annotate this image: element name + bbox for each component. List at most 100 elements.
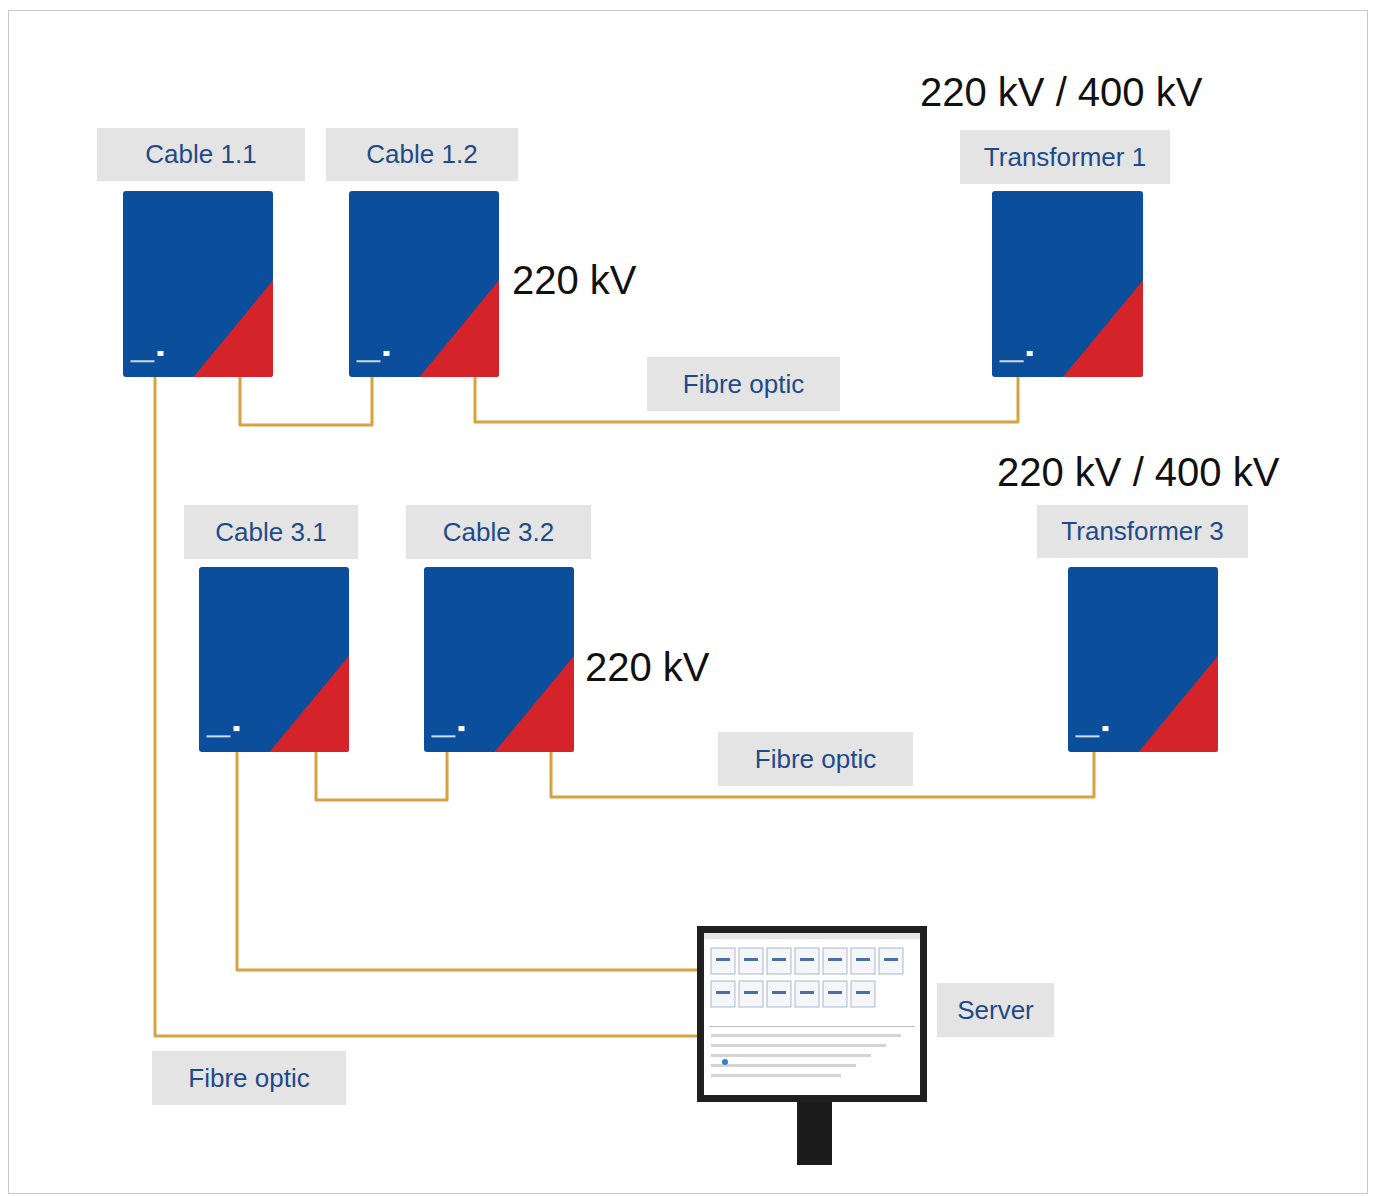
logo-mark: [1103, 726, 1109, 731]
screen-glyph: [772, 991, 786, 994]
voltage-label: 220 kV / 400 kV: [997, 450, 1279, 494]
logo-mark: [234, 726, 240, 731]
screen-glyph: [772, 958, 786, 961]
label-text: Fibre optic: [755, 744, 876, 775]
edge-label: Fibre optic: [152, 1051, 346, 1105]
screen-row: [711, 1044, 886, 1047]
heading-text: Transformer 3: [1061, 516, 1223, 547]
monitor-screen: [704, 933, 920, 1095]
device-corner: [420, 280, 500, 377]
device-box: Cable 1.2: [349, 191, 499, 377]
heading-text: Transformer 1: [984, 142, 1146, 173]
device-corner: [194, 280, 274, 377]
logo-mark: [158, 351, 164, 356]
screen-glyph: [856, 991, 870, 994]
screen-tile: [879, 948, 903, 974]
device-body: [424, 567, 574, 752]
screen-glyph: [716, 991, 730, 994]
logo-bar: [432, 735, 456, 737]
logo-bar: [357, 360, 381, 362]
node-heading: Cable 1.1: [97, 128, 305, 181]
screen-tile: [767, 981, 791, 1007]
device-body: [123, 191, 273, 377]
screen-glyph: [800, 991, 814, 994]
logo-mark: [459, 726, 465, 731]
label-text: Fibre optic: [683, 369, 804, 400]
device-corner: [1139, 656, 1219, 752]
device-body: [1068, 567, 1218, 752]
screen-row: [711, 1074, 841, 1077]
device-body: [992, 191, 1143, 377]
node-heading: Server: [937, 983, 1054, 1037]
screen-tile: [711, 981, 735, 1007]
screen-bar: [704, 933, 920, 939]
screen-tile: [823, 948, 847, 974]
screen-tile: [795, 948, 819, 974]
logo-mark: [1027, 351, 1033, 356]
voltage-label: 220 kV: [512, 258, 637, 302]
device-body: [199, 567, 349, 752]
screen-tile: [739, 948, 763, 974]
screen-row: [711, 1064, 856, 1067]
logo-bar: [207, 735, 231, 737]
node-heading: Transformer 1: [960, 130, 1170, 184]
logo-bar: [1076, 735, 1100, 737]
heading-text: Cable 1.2: [366, 139, 477, 170]
screen-glyph: [744, 958, 758, 961]
screen-tile: [739, 981, 763, 1007]
device-icon: [992, 191, 1143, 377]
node-heading: Cable 3.1: [184, 505, 358, 559]
node-heading: Cable 3.2: [406, 505, 591, 559]
screen-glyph: [856, 958, 870, 961]
fibre-connector: [237, 752, 697, 970]
screen-glyph: [716, 958, 730, 961]
device-corner: [270, 656, 350, 752]
logo-mark: [384, 351, 390, 356]
device-corner: [495, 656, 575, 752]
edge-label: Fibre optic: [718, 732, 913, 786]
device-box: Transformer 3: [1068, 567, 1218, 752]
voltage-label: 220 kV / 400 kV: [920, 70, 1202, 114]
edge-label: Fibre optic: [647, 357, 840, 411]
node-heading: Transformer 3: [1037, 505, 1248, 558]
screen-dot: [722, 1059, 728, 1065]
device-icon: [349, 191, 499, 377]
screen-tile: [795, 981, 819, 1007]
node-heading: Cable 1.2: [326, 128, 518, 181]
heading-text: Cable 3.2: [443, 517, 554, 548]
device-body: [349, 191, 499, 377]
stand: [797, 1100, 832, 1165]
heading-text: Cable 3.1: [215, 517, 326, 548]
screen-tile: [711, 948, 735, 974]
device-box: Cable 3.1: [199, 567, 349, 752]
device-icon: [123, 191, 273, 377]
voltage-label: 220 kV: [585, 645, 710, 689]
device-box: Transformer 1: [992, 191, 1143, 377]
label-text: Fibre optic: [188, 1063, 309, 1094]
screen-glyph: [744, 991, 758, 994]
logo-bar: [131, 360, 155, 362]
screen-glyph: [828, 958, 842, 961]
screen-line: [709, 1026, 915, 1027]
screen-tile: [767, 948, 791, 974]
screen-glyph: [800, 958, 814, 961]
device-box: Cable 3.2: [424, 567, 574, 752]
device-icon: [424, 567, 574, 752]
server-monitor: Server: [697, 926, 927, 1102]
screen-glyph: [828, 991, 842, 994]
fibre-connector: [155, 377, 697, 1036]
fibre-connector: [316, 752, 447, 800]
screen-glyph: [884, 958, 898, 961]
fibre-connector: [240, 377, 372, 425]
device-icon: [1068, 567, 1218, 752]
monitor-frame: [697, 926, 927, 1102]
heading-text: Cable 1.1: [145, 139, 256, 170]
heading-text: Server: [957, 995, 1034, 1026]
logo-bar: [1000, 360, 1024, 362]
screen-tile: [851, 948, 875, 974]
device-corner: [1063, 280, 1143, 377]
screen-tile: [823, 981, 847, 1007]
screen-tile: [851, 981, 875, 1007]
device-icon: [199, 567, 349, 752]
